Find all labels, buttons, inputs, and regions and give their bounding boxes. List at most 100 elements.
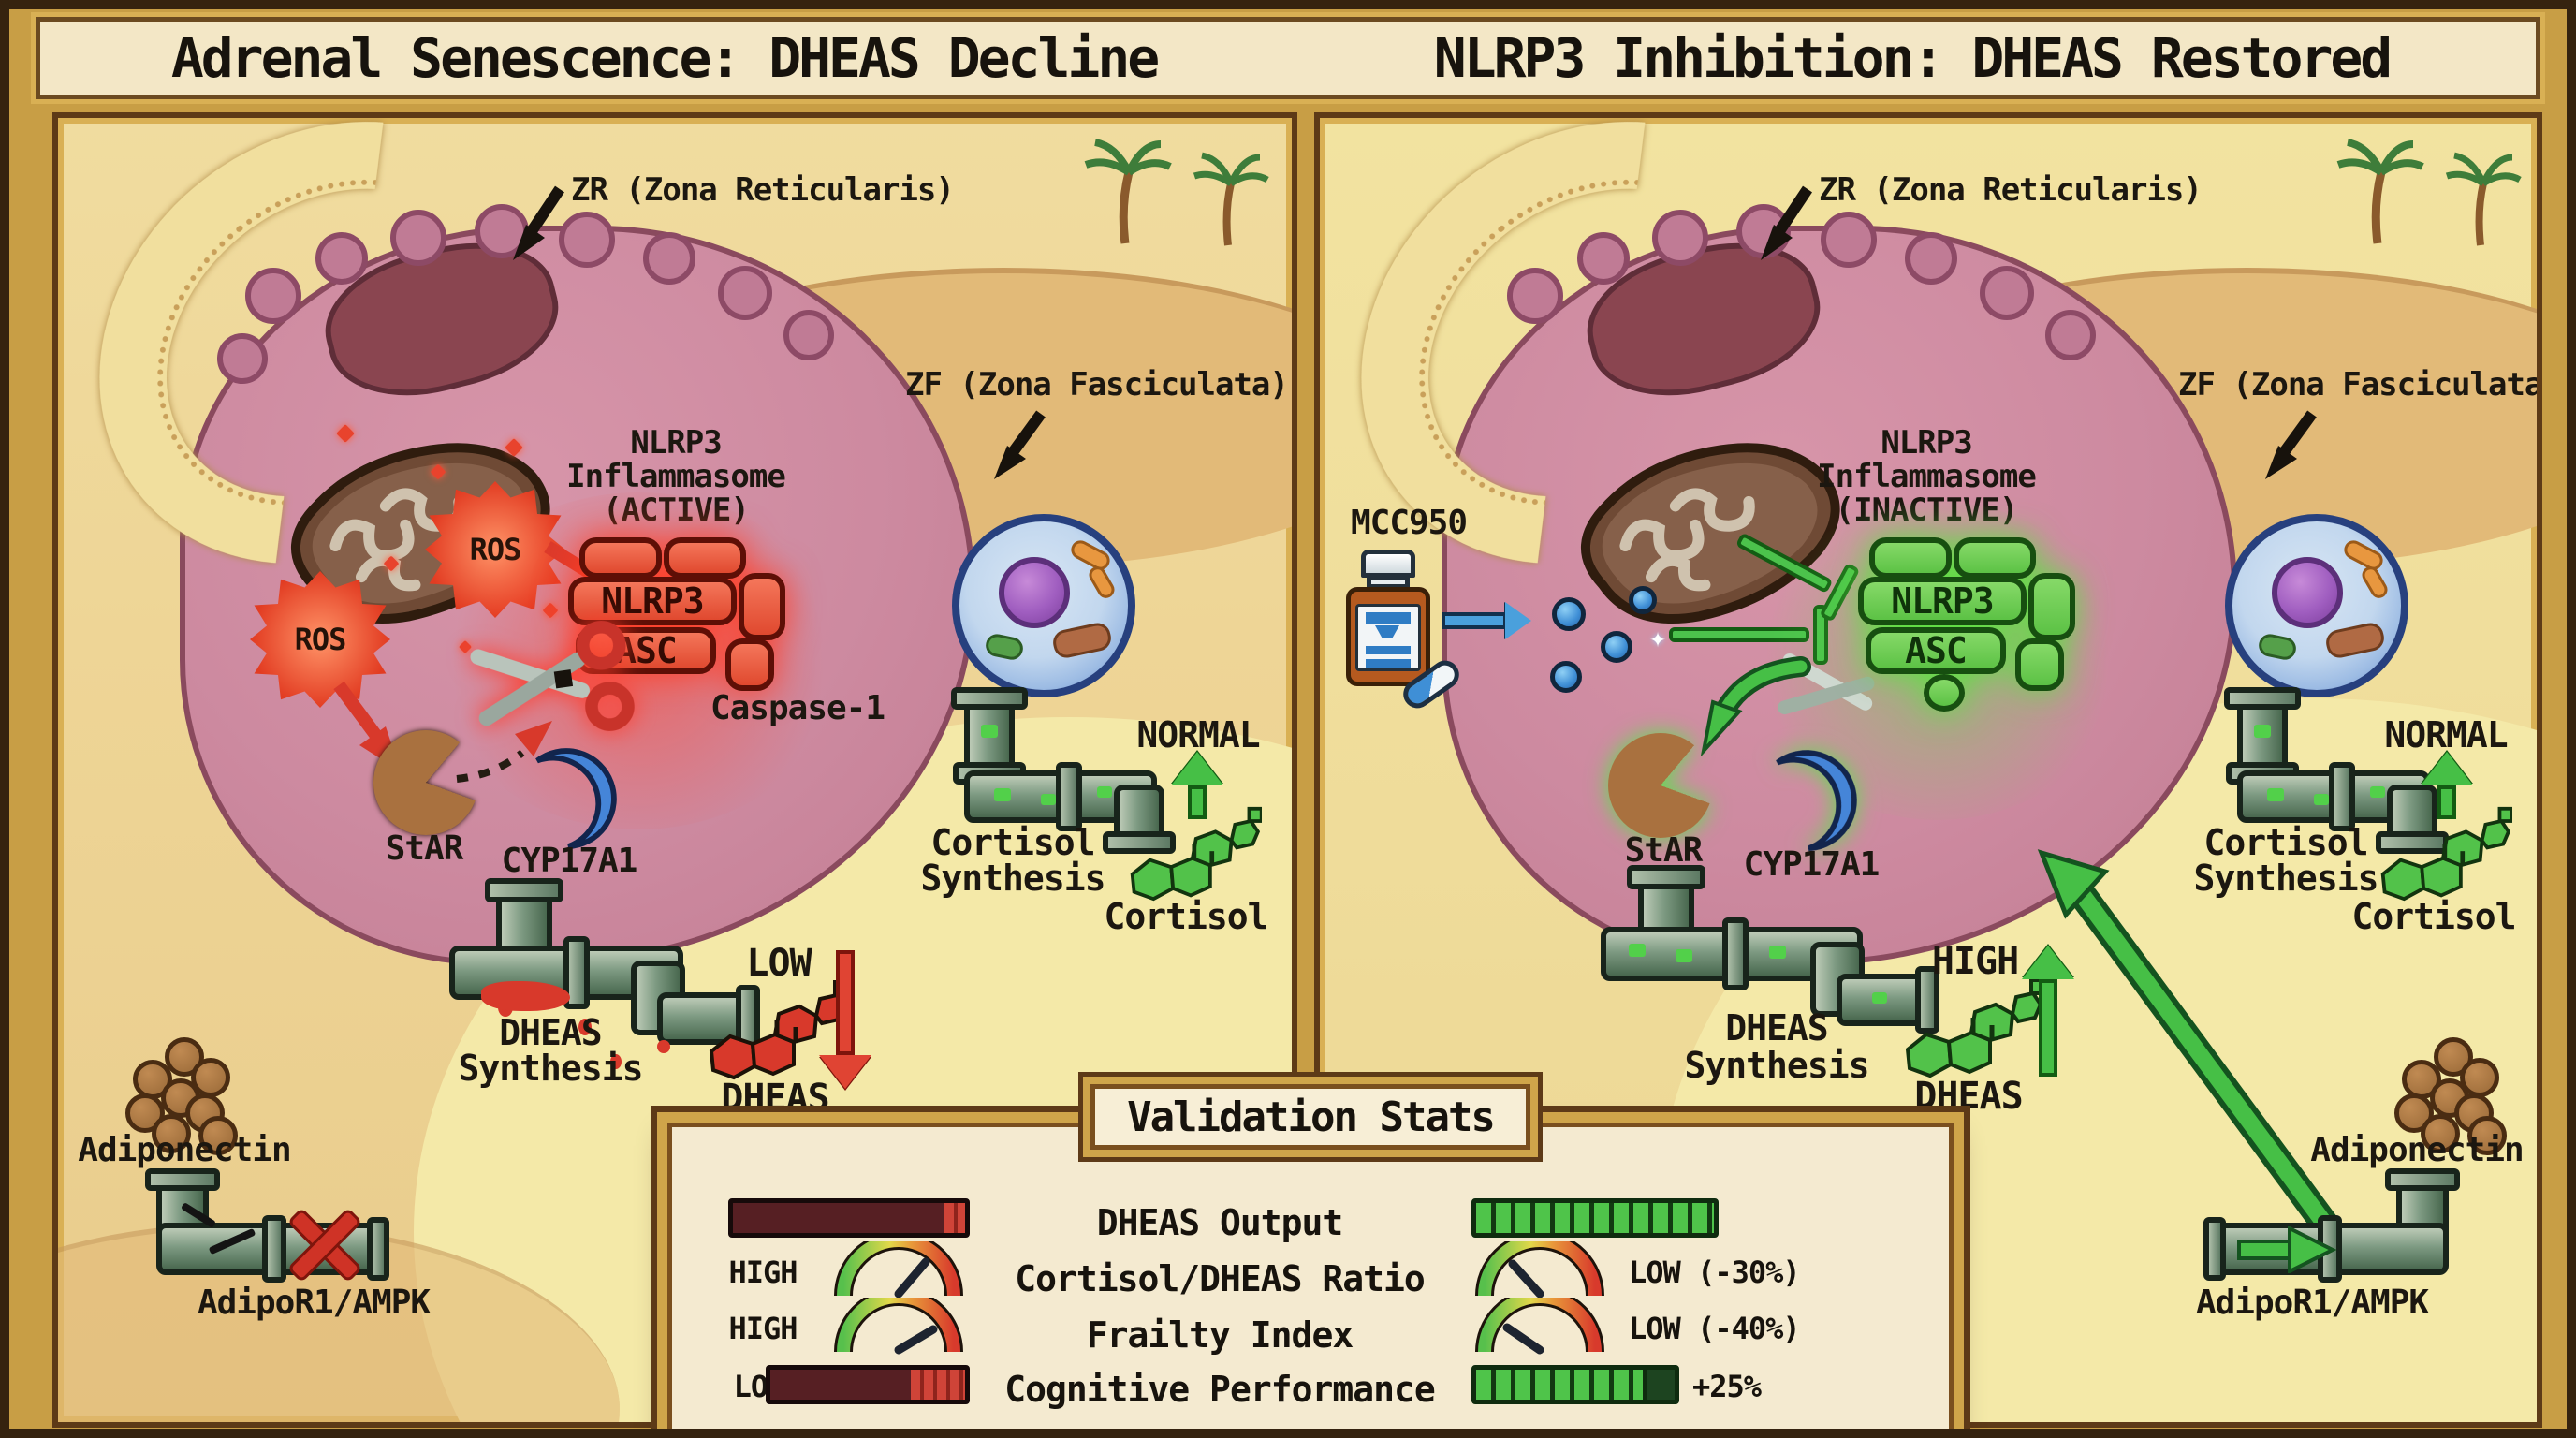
ros-burst-label: ROS (294, 622, 347, 657)
organelle (2359, 563, 2391, 602)
left-panel-senescence: ZR (Zona Reticularis) ZF (Zona Fascicula… (52, 112, 1297, 1428)
leak-splat (481, 981, 570, 1011)
complex-subunit (1954, 537, 2036, 579)
pipe-flange (1103, 831, 1176, 854)
mitochondria-icon (1580, 443, 1840, 624)
adiponectin-label: Adiponectin (2310, 1131, 2524, 1169)
cortisol-synthesis-line2: Synthesis (2193, 858, 2379, 899)
adiponectin-label: Adiponectin (78, 1131, 291, 1169)
pipe-joint (2385, 1168, 2460, 1191)
cortisol-molecule-icon (1130, 806, 1262, 902)
left-title: Adrenal Senescence: DHEAS Decline (170, 26, 1160, 90)
adipor-label: AdipoR1/AMPK (2195, 1284, 2429, 1322)
pipe-joint (145, 1168, 220, 1191)
complex-subunit (1869, 537, 1952, 579)
validation-stats-panel: Validation Stats DHEAS Output HIGH Corti… (667, 1084, 1954, 1429)
star-label: StAR (385, 829, 464, 868)
flow-blip (2254, 725, 2271, 738)
cortisol-name: Cortisol (1104, 896, 1268, 937)
cell-ring (217, 333, 268, 384)
dheas-name: DHEAS (1914, 1075, 2023, 1118)
organelle (1067, 536, 1114, 574)
cell-nucleus (999, 557, 1070, 628)
dheas-output-bar-old (728, 1198, 970, 1238)
right-title: NLRP3 Inhibition: DHEAS Restored (1433, 26, 2393, 90)
cognitive-bar-new (1471, 1365, 1679, 1404)
cortisol-synthesis-line1: Cortisol (930, 822, 1095, 863)
cell-ring (718, 266, 772, 320)
cyp17a1-icon (535, 748, 617, 850)
gauge-icon-low (1475, 1298, 1604, 1355)
pipe-joint (485, 878, 564, 902)
pipe-joint (262, 1215, 286, 1283)
cell-ring (1980, 266, 2034, 320)
inflammasome-title-line3: (INACTIVE) (1739, 493, 2114, 528)
inhibition-tbar-icon (1669, 605, 1828, 665)
title-banner: Adrenal Senescence: DHEAS Decline NLRP3 … (36, 17, 2540, 99)
star-label: StAR (1624, 831, 1704, 870)
zr-arrow-icon (513, 185, 564, 260)
cell-ring (1652, 210, 1708, 266)
dheas-synthesis-line2: Synthesis (1684, 1045, 1870, 1086)
sparkle-icon: ✦ (1649, 622, 1666, 654)
pipe-joint (1722, 917, 1749, 990)
cell-ring (1905, 232, 1957, 285)
dheas-name: DHEAS (721, 1077, 829, 1120)
complex-subunit (2028, 573, 2075, 640)
cell-ring (315, 232, 368, 285)
drug-molecule-dot (1601, 631, 1632, 663)
stats-title: Validation Stats (1090, 1084, 1530, 1150)
gauge-icon-high (834, 1298, 963, 1355)
stats-row-label: Cortisol/DHEAS Ratio (1015, 1258, 1426, 1299)
cortisol-status: NORMAL (1136, 714, 1260, 756)
pipe-flange (367, 1217, 389, 1281)
dheas-synthesis-line1: DHEAS (499, 1012, 602, 1053)
cortisol-up-arrow-icon (2421, 752, 2473, 819)
cell-ring (559, 212, 615, 268)
stats-row-label: Frailty Index (1086, 1314, 1354, 1356)
flow-blip (981, 725, 998, 738)
pipe-joint (951, 687, 1028, 710)
organelle (1050, 620, 1114, 661)
mcc950-label: MCC950 (1350, 504, 1468, 542)
cortisol-synthesis-line2: Synthesis (920, 858, 1106, 899)
cell-ring (643, 232, 695, 285)
dheas-synthesis-line1: DHEAS (1725, 1007, 1828, 1049)
flow-blip (1676, 949, 1692, 962)
stats-right-value: +25% (1692, 1369, 1762, 1404)
dheas-molecule-icon (1905, 978, 2041, 1078)
right-panel-inhibition: ZR (Zona Reticularis) ZF (Zona Fascicula… (1314, 112, 2542, 1428)
drug-molecule-dot (1552, 597, 1586, 631)
cell-ring (390, 210, 446, 266)
pipe-joint (1056, 762, 1082, 831)
complex-subunit (2015, 638, 2064, 691)
cyp-label: CYP17A1 (1743, 845, 1881, 884)
cell-ring (1577, 232, 1630, 285)
zr-arrow-icon (1761, 185, 1812, 260)
cyp17a1-icon (1776, 750, 1857, 852)
stats-right-value: LOW (-40%) (1629, 1311, 1801, 1346)
cortisol-synthesis-line1: Cortisol (2203, 822, 2368, 863)
stats-right-value: LOW (-30%) (1629, 1255, 1801, 1290)
organelle (983, 632, 1026, 662)
pipe-joint (2329, 762, 2355, 831)
zf-arrow-icon (2265, 410, 2317, 479)
stats-left-value: HIGH (728, 1255, 798, 1290)
nlrp3-pill: NLRP3 (568, 577, 737, 625)
nlrp3-inflammasome-complex: NLRP3 ASC (568, 537, 785, 697)
drug-molecule-dot (1629, 586, 1657, 614)
flow-blip (1097, 786, 1112, 798)
palm-trees-icon (2336, 139, 2522, 246)
leak-drip (578, 1019, 592, 1035)
adipor-restore-arrow-icon (2037, 849, 2340, 1240)
flow-blip (1041, 794, 1056, 805)
zf-arrow-icon (994, 410, 1046, 479)
complex-subunit (725, 638, 774, 691)
zr-label: ZR (Zona Reticularis) (571, 171, 955, 209)
dashed-activation-arrow-icon (456, 721, 552, 783)
flow-blip (2370, 786, 2385, 798)
cell-ring (245, 268, 301, 324)
pipe-joint (1627, 865, 1705, 889)
stats-left-value: HIGH (728, 1311, 798, 1346)
